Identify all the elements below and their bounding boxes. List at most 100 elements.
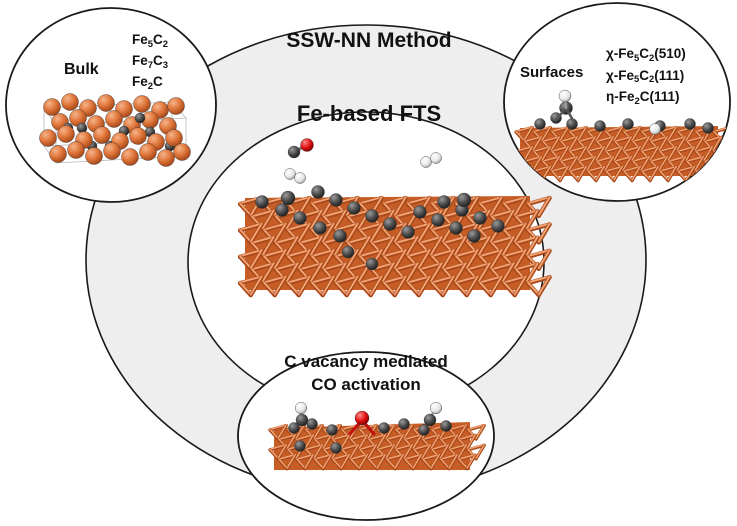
bond-highlight xyxy=(513,222,527,243)
bond-highlight xyxy=(383,275,407,284)
bond-highlight xyxy=(404,453,422,460)
bond-highlight xyxy=(541,126,551,142)
bond-highlight xyxy=(604,155,614,171)
surfaces-label: Surfaces xyxy=(520,64,584,81)
iron-atom xyxy=(85,147,103,165)
carbon-atom xyxy=(333,229,347,243)
bond-highlight xyxy=(417,275,431,296)
bond-highlight xyxy=(622,136,632,152)
bond-highlight xyxy=(479,249,503,257)
bond-highlight xyxy=(527,196,551,205)
bond-highlight xyxy=(595,146,605,161)
bond-highlight xyxy=(527,249,551,257)
bond-highlight xyxy=(457,444,467,459)
bond-highlight xyxy=(321,275,335,296)
bond-highlight xyxy=(640,155,650,171)
bond-highlight xyxy=(503,222,527,231)
bond-highlight xyxy=(368,458,378,469)
bond-highlight xyxy=(694,136,704,152)
carbon-atom xyxy=(534,118,546,130)
bond-highlight xyxy=(393,249,407,269)
bond-highlight xyxy=(287,281,300,296)
bond-highlight xyxy=(489,196,503,217)
bond-highlight xyxy=(304,434,314,450)
bond-highlight xyxy=(405,262,419,283)
carbon-atom xyxy=(365,257,379,271)
bond-highlight xyxy=(422,434,440,441)
carbon-atom xyxy=(329,193,343,207)
bond-highlight xyxy=(357,235,371,256)
bond-highlight xyxy=(358,434,368,450)
bond-highlight xyxy=(393,275,407,296)
bond-highlight xyxy=(322,434,332,450)
bond-highlight xyxy=(431,281,444,296)
bond-highlight xyxy=(403,444,413,459)
bond-highlight xyxy=(458,434,476,441)
bond-highlight xyxy=(613,165,623,181)
iron-atom xyxy=(49,145,67,163)
bond-highlight xyxy=(623,126,641,133)
bond-highlight xyxy=(417,249,431,269)
bond-highlight xyxy=(640,136,650,152)
method-title: SSW-NN Method xyxy=(286,29,452,52)
carbon-atom xyxy=(440,420,452,432)
bond-highlight xyxy=(263,281,276,296)
bond-highlight xyxy=(491,209,515,218)
bond-highlight xyxy=(296,434,314,441)
carbon-atom xyxy=(255,195,269,209)
carbon-atom xyxy=(467,229,481,243)
carbon-atom xyxy=(491,219,505,233)
bond-highlight xyxy=(407,275,431,284)
bond-highlight xyxy=(686,155,704,162)
bond-highlight xyxy=(713,165,730,172)
bond-highlight xyxy=(650,155,668,162)
bond-highlight xyxy=(407,281,420,296)
bond-highlight xyxy=(515,146,533,152)
bond-highlight xyxy=(515,130,525,142)
bond-highlight xyxy=(650,136,668,143)
bond-highlight xyxy=(465,249,479,269)
bond-highlight xyxy=(623,170,633,181)
bond-highlight xyxy=(667,165,677,181)
bond-highlight xyxy=(376,453,386,469)
bond-rod xyxy=(702,165,714,183)
iron-atom xyxy=(103,142,121,160)
carbon-atom xyxy=(275,203,289,217)
bond-highlight xyxy=(537,222,551,243)
bond-highlight xyxy=(587,170,597,181)
carbon-atom xyxy=(594,120,606,132)
bond-highlight xyxy=(449,444,467,450)
bond-highlight xyxy=(296,458,306,469)
bond-highlight xyxy=(299,262,323,271)
bond-highlight xyxy=(359,222,383,231)
bond-highlight xyxy=(383,249,407,257)
carbon-atom xyxy=(622,118,634,130)
bond-highlight xyxy=(542,155,560,162)
bond-highlight xyxy=(501,235,515,256)
carbon-atom xyxy=(280,190,296,206)
bond-highlight xyxy=(677,170,687,181)
bond-highlight xyxy=(479,275,503,284)
bond-highlight xyxy=(269,424,287,431)
bond-highlight xyxy=(569,170,579,181)
bond-highlight xyxy=(551,146,569,152)
center-label: Fe-based FTS xyxy=(296,101,442,126)
hydrogen-atom xyxy=(649,123,661,135)
oxygen-atom xyxy=(354,410,370,426)
bond-highlight xyxy=(659,146,677,152)
bond-highlight xyxy=(513,196,527,217)
bond-highlight xyxy=(458,458,468,469)
bond-highlight xyxy=(407,249,431,257)
bond-highlight xyxy=(349,444,359,459)
bond-highlight xyxy=(695,146,713,152)
carbon-atom xyxy=(456,192,472,208)
bond-highlight xyxy=(395,235,419,244)
bond-highlight xyxy=(297,249,311,269)
bond-highlight xyxy=(569,126,587,133)
bond-highlight xyxy=(299,235,323,244)
bond-highlight xyxy=(465,275,479,296)
bond-highlight xyxy=(578,136,596,143)
bond-highlight xyxy=(419,235,443,244)
bond-highlight xyxy=(403,424,413,440)
bond-highlight xyxy=(542,136,560,143)
